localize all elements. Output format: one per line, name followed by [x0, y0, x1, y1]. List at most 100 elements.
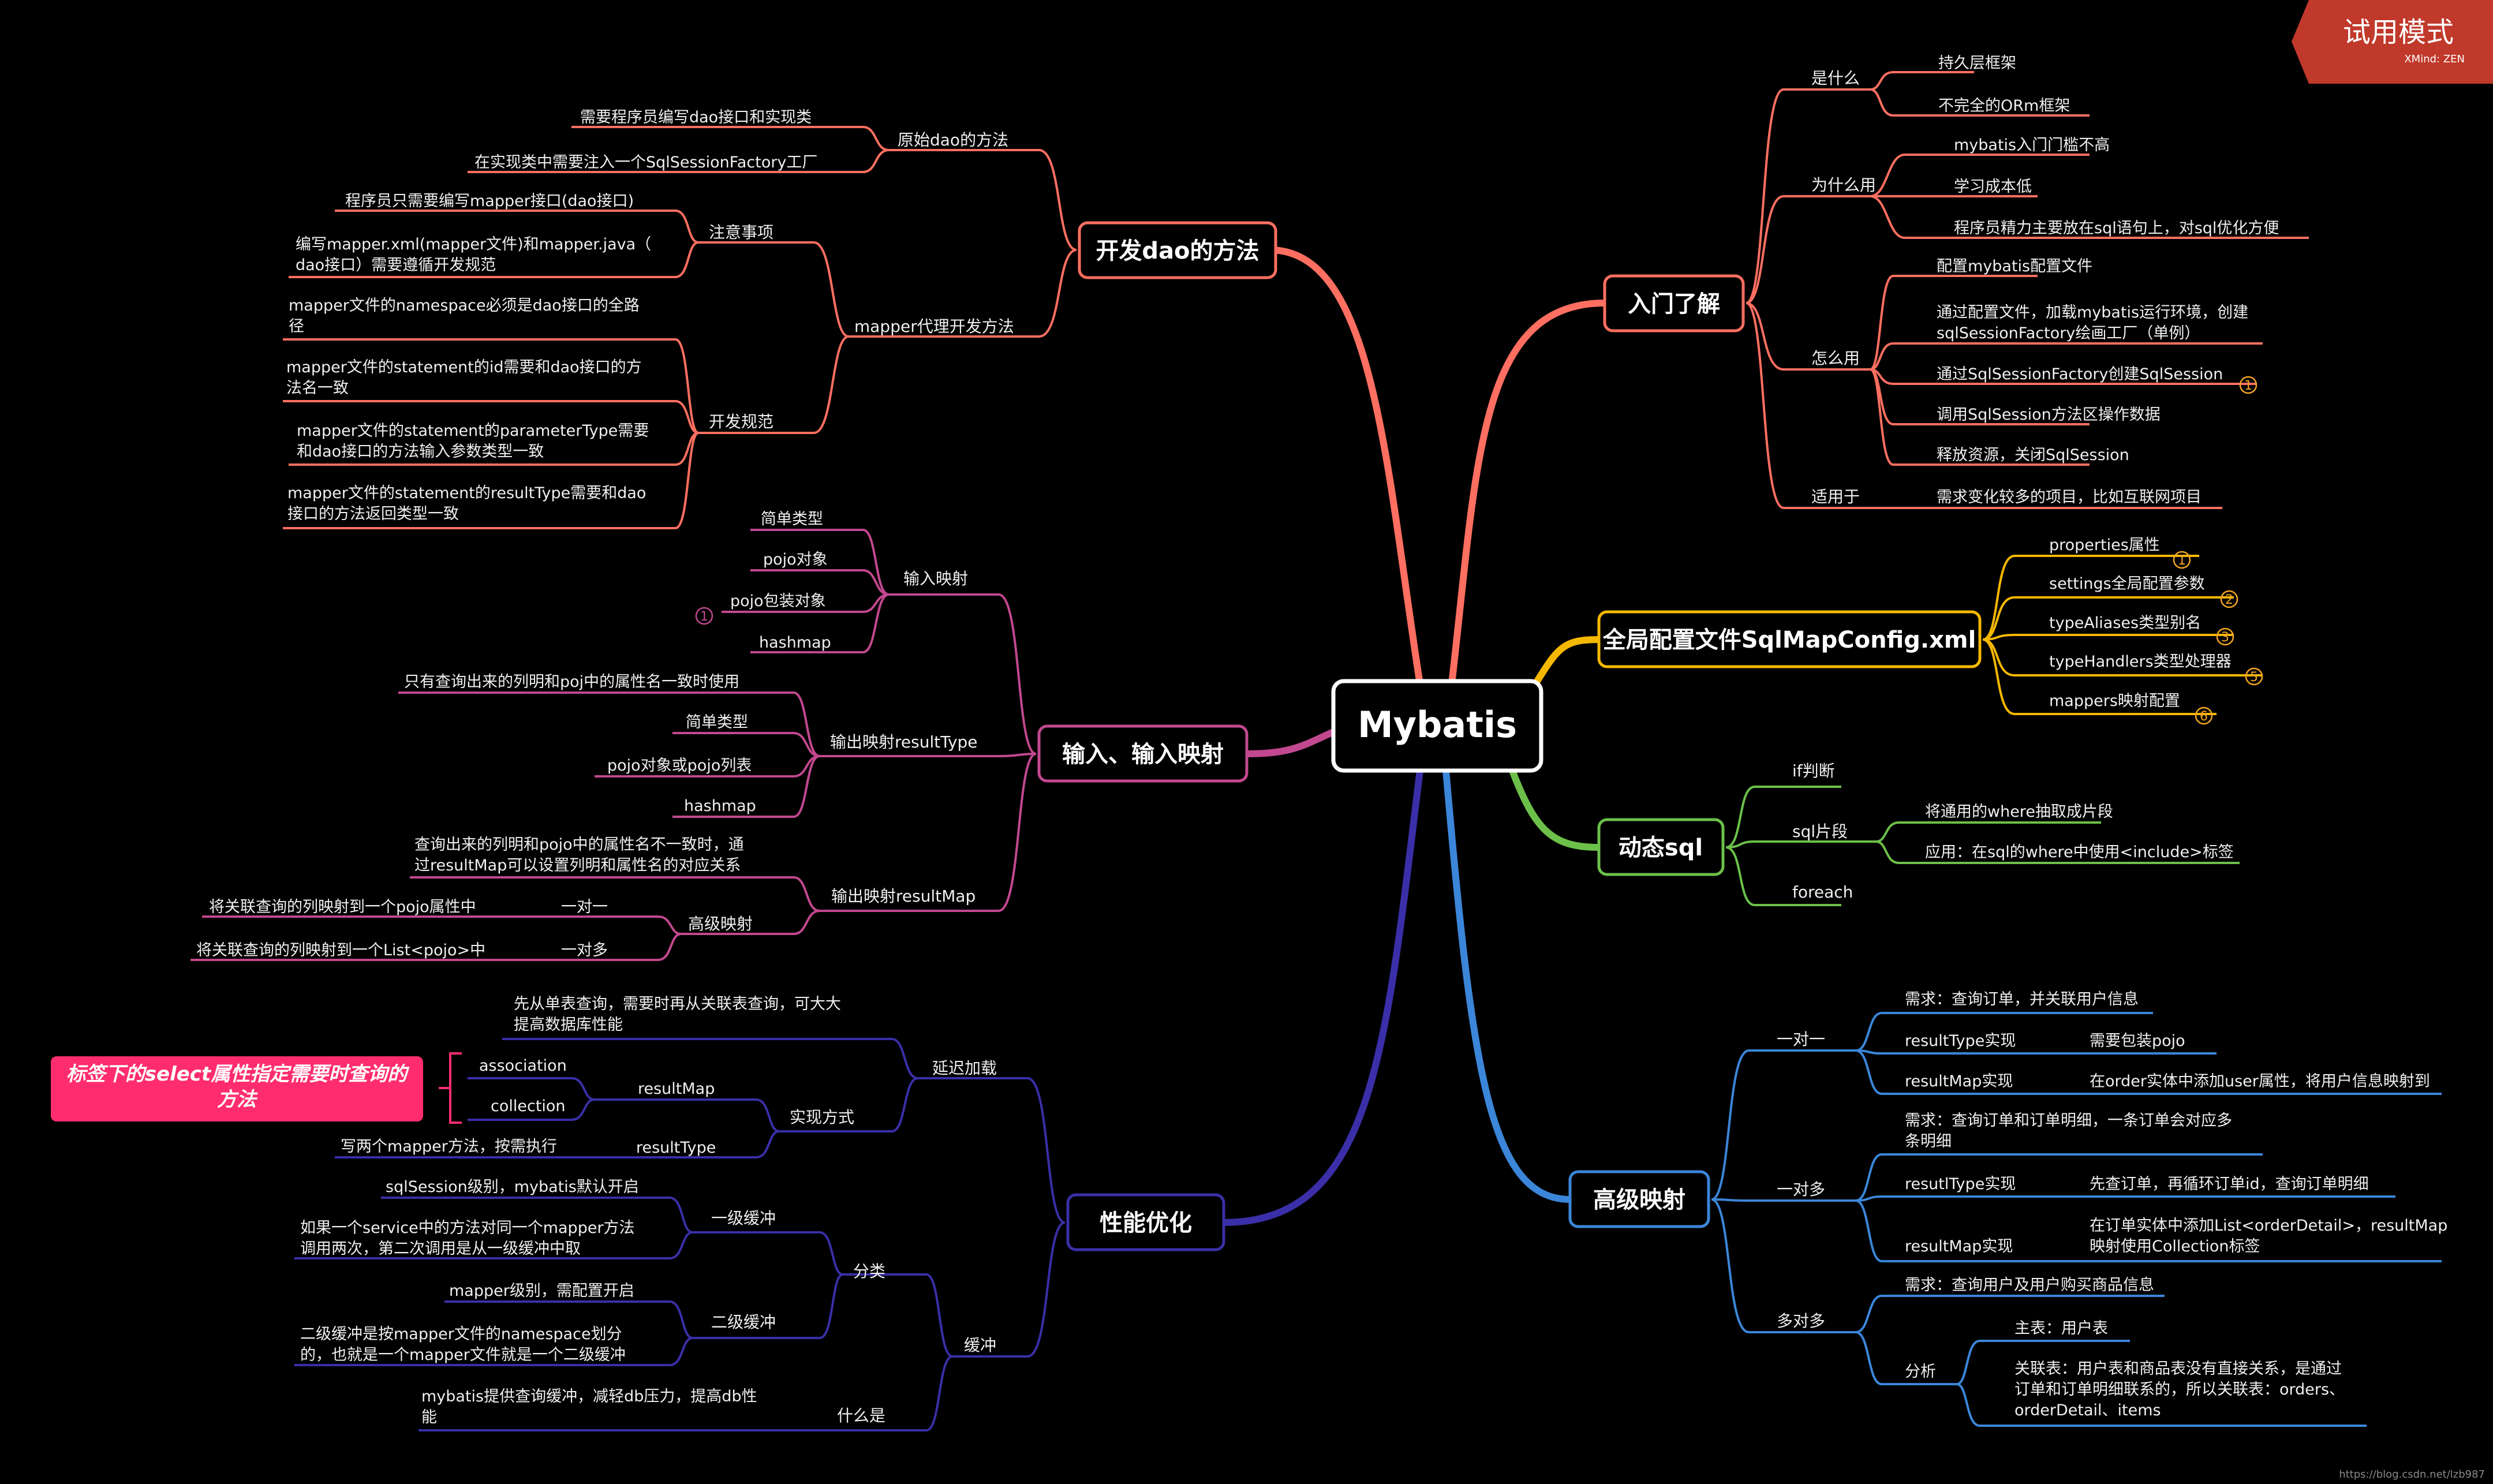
trunk-advmap: [1442, 767, 1573, 1203]
node-io-one-to-many: 一对多: [561, 941, 608, 959]
topic-perf: 性能优化: [1100, 1210, 1192, 1236]
central-topic-box[interactable]: [1331, 679, 1543, 773]
topic-intro-box[interactable]: [1603, 274, 1745, 332]
topic-config-box[interactable]: [1597, 610, 1982, 668]
leaf-req-user-goods: 需求：查询用户及用户购买商品信息: [1905, 1276, 2154, 1294]
leaf-low-cost: 学习成本低: [1954, 178, 2032, 196]
leaf-wrap-pojo: 需要包装pojo: [2090, 1032, 2185, 1050]
node-l2-cache: 二级缓冲: [711, 1313, 776, 1332]
leaf-parameter-type-rule: mapper文件的statement的parameterType需要和dao接口…: [297, 422, 649, 461]
topic-advmap: 高级映射: [1593, 1187, 1685, 1213]
node-why: 为什么用: [1811, 175, 1876, 195]
leaf-resultmap-impl: resultMap实现: [1905, 1072, 2013, 1090]
node-how: 怎么用: [1811, 349, 1860, 368]
leaf-type-handlers: typeHandlers类型处理器: [2049, 653, 2232, 671]
branch-intro-labels: 是什么 为什么用 怎么用 适用于 持久层框架 不完全的ORm框架 mybatis…: [1811, 54, 2279, 506]
leaf-relation-table: 关联表：用户表和商品表没有直接关系，是通过订单和订单明细联系的，所以关联表：or…: [2014, 1360, 2345, 1419]
leaf-simple-type: 简单类型: [761, 510, 823, 528]
trunk-connectors: [1220, 246, 1608, 1226]
leaf-different-column-names: 查询出来的列明和pojo中的属性名不一致时，通过resultMap可以设置列明和…: [414, 836, 744, 874]
branch-config: [1982, 555, 2263, 715]
node-one-to-many: 一对多: [1777, 1180, 1825, 1199]
callout-bracket: [439, 1052, 462, 1124]
node-cache: 缓冲: [964, 1336, 996, 1355]
leaf-add-user-attr: 在order实体中添加user属性，将用户信息映射到: [2090, 1072, 2430, 1090]
watermark: https://blog.csdn.net/lzb987: [2339, 1468, 2485, 1481]
leaf-pojo-list: pojo对象或pojo列表: [607, 757, 752, 775]
leaf-l2-explain: 二级缓冲是按mapper文件的namespace划分的，也就是一个mapper文…: [300, 1325, 626, 1364]
trunk-intro: [1448, 300, 1608, 687]
node-output-resulttype: 输出映射resultType: [830, 732, 978, 752]
node-suitable: 适用于: [1811, 487, 1860, 506]
leaf-collection: collection: [491, 1097, 566, 1115]
branch-dynsql: [1725, 786, 2240, 906]
leaf-association: association: [479, 1057, 567, 1075]
leaf-mapper-xml-java: 编写mapper.xml(mapper文件)和mapper.java（dao接口…: [296, 236, 651, 274]
callout-box[interactable]: [51, 1056, 423, 1122]
node-what: 是什么: [1811, 69, 1860, 88]
trunk-config: [1532, 636, 1602, 687]
node-many-to-many: 多对多: [1777, 1311, 1825, 1330]
leaf-statement-id-rule: mapper文件的statement的id需要和dao接口的方法名一致: [286, 358, 642, 397]
leaf-sqlsession-level: sqlSession级别，mybatis默认开启: [386, 1178, 639, 1196]
marker-number: 1: [2178, 554, 2186, 568]
node-mapper-proxy: mapper代理开发方法: [854, 317, 1014, 336]
node-classification: 分类: [853, 1262, 885, 1281]
marker-circle: [2195, 707, 2213, 725]
topic-dao: 开发dao的方法: [1096, 238, 1259, 264]
trial-badge[interactable]: 试用模式 XMind: ZEN: [2292, 0, 2493, 84]
leaf-single-table-first: 先从单表查询，需要时再从关联表查询，可大大提高数据库性能: [514, 995, 841, 1034]
node-resulttype: resultType: [636, 1139, 716, 1157]
marker-number: 3: [2221, 630, 2229, 645]
leaf-loop-order-id: 先查订单，再循环订单id，查询订单明细: [2090, 1175, 2369, 1193]
leaf-inject-factory: 在实现类中需要注入一个SqlSessionFactory工厂: [474, 154, 817, 171]
node-io-one-to-one: 一对一: [561, 898, 608, 916]
branch-dao: [283, 126, 1077, 529]
node-input-mapping: 输入映射: [903, 569, 968, 588]
marker-number: 5: [2250, 670, 2258, 685]
marker-circle: [2245, 667, 2263, 686]
topic-dao-box[interactable]: [1078, 221, 1277, 279]
leaf-resulttype-impl: resultType实现: [1905, 1032, 2016, 1050]
trial-badge-title: 试用模式: [2343, 16, 2454, 48]
leaf-type-aliases: typeAliases类型别名: [2049, 614, 2201, 632]
trunk-dao: [1266, 246, 1423, 687]
topic-config: 全局配置文件SqlMapConfig.xml: [1602, 627, 1976, 653]
leaf-write-dao-impl: 需要程序员编写dao接口和实现类: [580, 109, 812, 126]
topic-io-box[interactable]: [1037, 724, 1249, 783]
callout: 标签下的select属性指定需要时查询的方法: [51, 1052, 462, 1124]
trunk-io: [1243, 728, 1337, 757]
node-advanced-mapping: 高级映射: [688, 914, 753, 933]
trial-badge-shape: [2292, 0, 2493, 84]
branch-perf: [294, 1038, 1066, 1431]
marker-number: 1: [700, 610, 708, 624]
leaf-hashmap: hashmap: [759, 634, 831, 652]
leaf-map-to-list: 将关联查询的列映射到一个List<pojo>中: [196, 941, 485, 959]
topic-advmap-box[interactable]: [1568, 1170, 1710, 1228]
leaf-two-mapper-methods: 写两个mapper方法，按需执行: [341, 1138, 557, 1156]
leaf-extract-where: 将通用的where抽取成片段: [1925, 803, 2113, 821]
leaf-main-table: 主表：用户表: [2014, 1319, 2108, 1337]
leaf-req-order-detail: 需求：查询订单和订单明细，一条订单会对应多条明细: [1905, 1112, 2232, 1150]
branch-advmap-labels: 一对一 一对多 多对多 需求：查询订单，并关联用户信息 resultType实现…: [1777, 990, 2447, 1419]
leaf-simple-type-2: 简单类型: [686, 713, 748, 731]
marker-circle: [2239, 376, 2257, 394]
branch-advmap: [1711, 1012, 2442, 1427]
topic-perf-box[interactable]: [1066, 1193, 1225, 1251]
node-foreach: foreach: [1792, 883, 1853, 902]
topic-dynsql-box[interactable]: [1597, 818, 1725, 876]
leaf-include-tag: 应用：在sql的where中使用<include>标签: [1925, 843, 2234, 861]
node-sql-fragment: sql片段: [1792, 822, 1848, 841]
marker-circle: [2220, 590, 2238, 608]
node-notes: 注意事项: [709, 223, 773, 242]
node-lazy-loading: 延迟加载: [932, 1059, 997, 1078]
leaf-focus-sql: 程序员精力主要放在sql语句上，对sql优化方便: [1954, 219, 2279, 237]
node-what-is-cache: 什么是: [837, 1406, 885, 1425]
trial-badge-brand: XMind: ZEN: [2404, 53, 2465, 65]
branch-dynsql-labels: if判断 sql片段 foreach 将通用的where抽取成片段 应用：在sq…: [1792, 761, 2234, 902]
leaf-config-file: 配置mybatis配置文件: [1937, 257, 2092, 275]
node-raw-dao: 原始dao的方法: [898, 130, 1008, 149]
callout-text: 标签下的select属性指定需要时查询的方法: [66, 1063, 410, 1111]
branch-intro: [1746, 71, 2309, 509]
